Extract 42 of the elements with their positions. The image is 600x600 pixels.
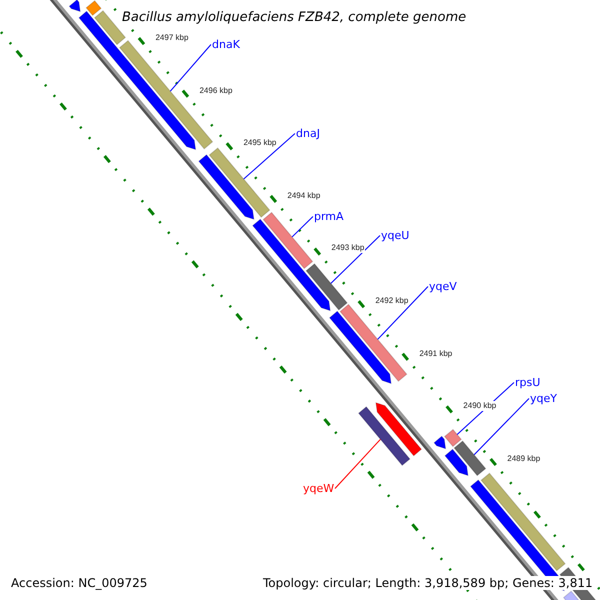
gene-bar (480, 472, 566, 572)
leader-line (243, 133, 296, 180)
gene-label: rpsU (515, 377, 540, 388)
gene-bar (339, 304, 408, 382)
gene-block (328, 310, 392, 384)
gene-label: dnaK (212, 39, 240, 50)
gene-block (433, 436, 446, 450)
genome-summary-text: Topology: circular; Length: 3,918,589 bp; Genes: 3,811 (262, 576, 594, 590)
gene-block (198, 154, 254, 220)
gene-bar (262, 212, 314, 270)
leader-line (170, 44, 212, 92)
gene-bar (444, 428, 462, 448)
scale-label: 2490 kbp (462, 401, 498, 412)
gene-label: dnaJ (296, 128, 320, 139)
scale-label: 2497 kbp (154, 32, 190, 43)
accession-text: Accession: NC_009725 (10, 576, 148, 590)
gene-bar (86, 0, 102, 16)
scale-label: 2489 kbp (506, 454, 542, 464)
leader-line (474, 398, 530, 456)
scale-label: 2492 kbp (374, 296, 410, 306)
gene-label: yqeV (429, 281, 457, 292)
gene-block (68, 0, 81, 12)
scale-label: 2494 kbp (286, 190, 322, 201)
leader-line (377, 286, 428, 340)
gene-bar (358, 406, 411, 466)
gene-label: yqeW (303, 483, 334, 494)
leader-line (334, 438, 381, 489)
scale-label: 2496 kbp (198, 86, 234, 96)
gene-bar (305, 263, 348, 311)
scale-label: 2495 kbp (242, 138, 278, 148)
gene-label: yqeY (530, 393, 557, 404)
gene-block (444, 448, 469, 476)
gene-bar (454, 440, 486, 476)
scale-label: 2493 kbp (330, 243, 366, 254)
gene-label: yqeU (381, 230, 410, 241)
leader-line (330, 235, 380, 284)
gene-label: prmA (314, 211, 344, 222)
gene-block (375, 402, 422, 456)
leader-line (292, 216, 314, 238)
gene-bar (208, 147, 270, 218)
title: Bacillus amyloliquefaciens FZB42, complete genome (120, 10, 468, 25)
scale-label: 2491 kbp (418, 348, 454, 359)
